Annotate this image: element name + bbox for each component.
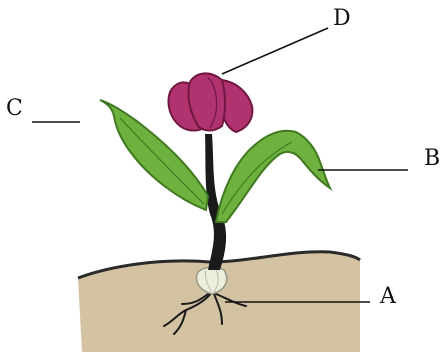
label-b: B: [424, 148, 440, 170]
flower: [168, 73, 252, 132]
label-d: D: [333, 8, 351, 30]
label-a: A: [380, 286, 396, 308]
label-c: C: [6, 98, 23, 120]
pointer-line-d: [222, 28, 328, 74]
right-leaf: [216, 131, 330, 222]
